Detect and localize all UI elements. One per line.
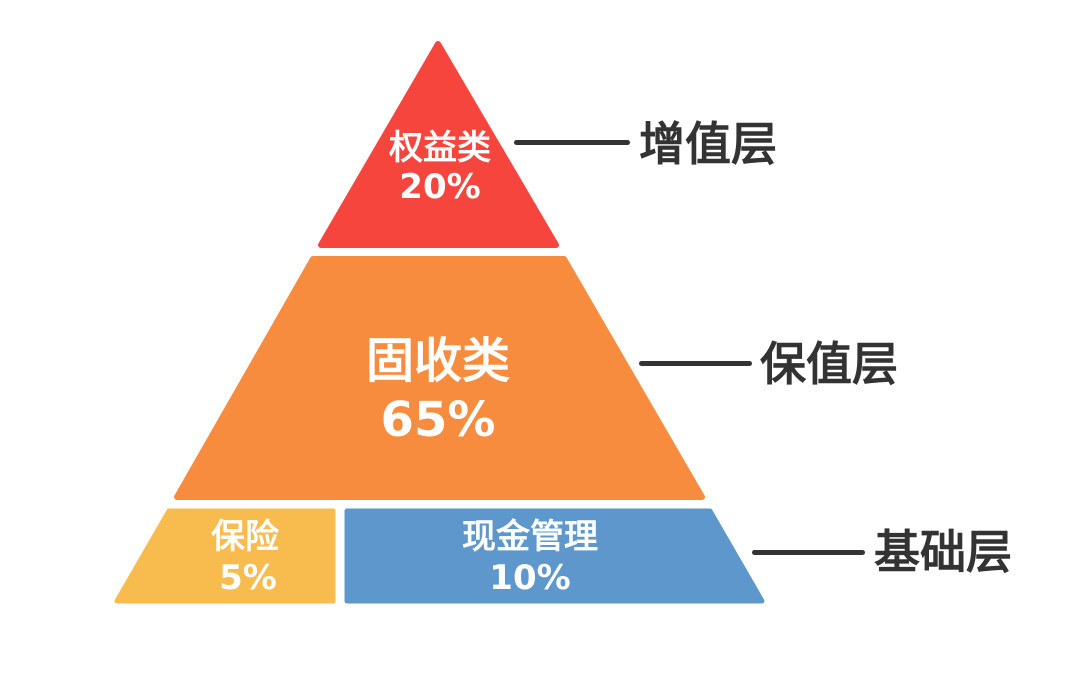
layer-label-top: 增值层 — [639, 117, 777, 171]
tier-top-value: 20% — [399, 167, 480, 207]
tier-middle-value: 65% — [381, 392, 496, 448]
tier-middle-shape — [174, 256, 705, 500]
tier-bottom-left-value: 5% — [219, 558, 277, 598]
tier-bottom-left-name: 保险 — [211, 517, 280, 557]
tier-top-name: 权益类 — [388, 128, 491, 168]
layer-label-bottom: 基础层 — [874, 525, 1012, 579]
tier-bottom-right-shape — [344, 508, 765, 604]
tier-bottom-right-value: 10% — [489, 558, 570, 598]
layer-label-middle: 保值层 — [760, 337, 898, 391]
tier-top-shape — [318, 41, 559, 248]
tier-bottom-left-shape — [114, 508, 336, 604]
connector-line-top — [514, 140, 630, 145]
tier-bottom-right-name: 现金管理 — [462, 517, 598, 557]
tier-middle-name: 固收类 — [366, 333, 510, 389]
connector-line-bottom — [752, 550, 865, 555]
connector-line-middle — [639, 361, 752, 366]
